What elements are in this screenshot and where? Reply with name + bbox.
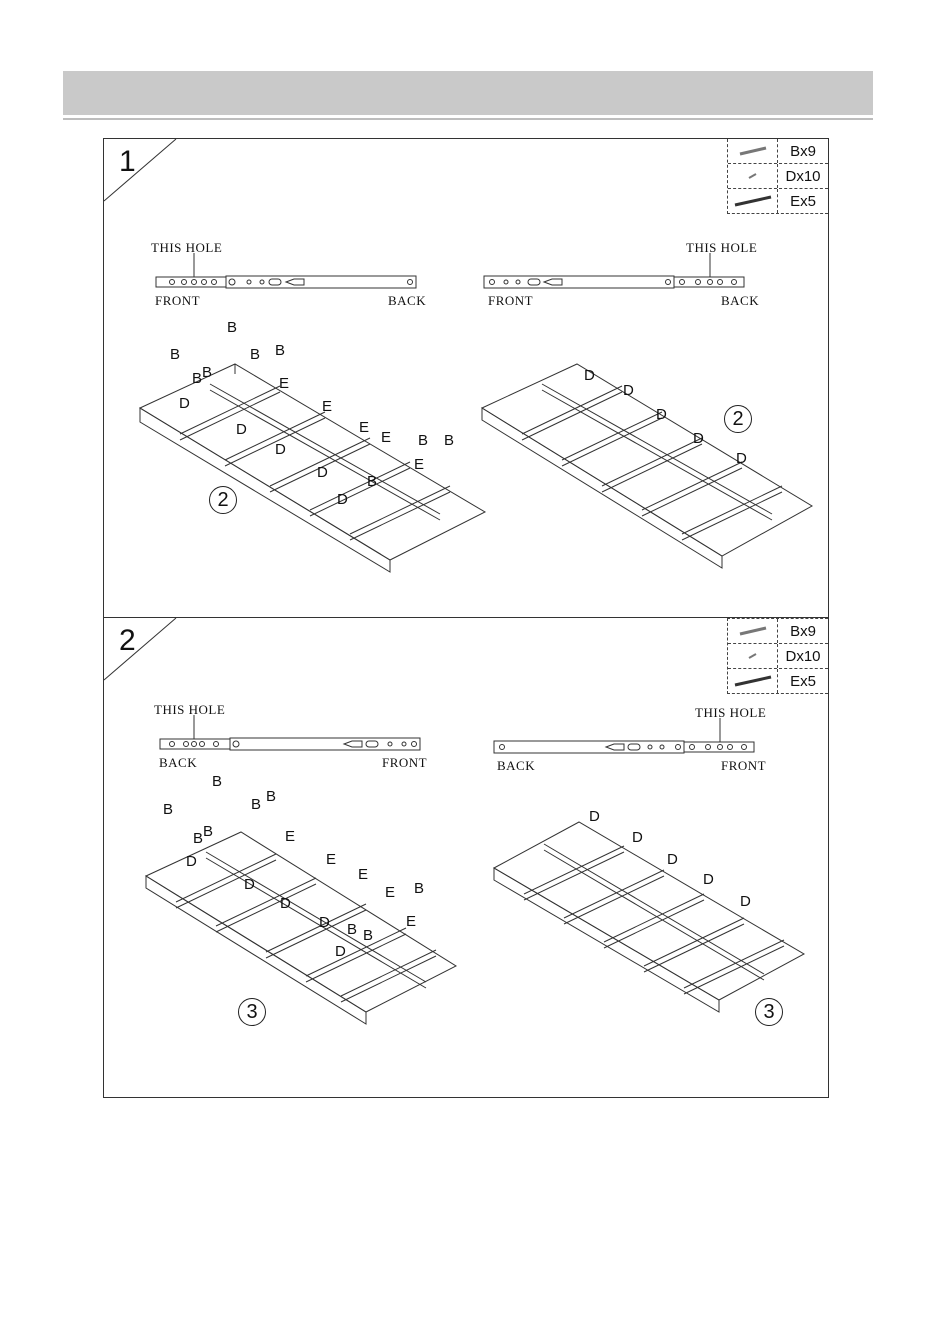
parts-label: Dx10 — [778, 164, 828, 188]
rail-icon — [728, 189, 778, 213]
parts-label: Bx9 — [778, 139, 828, 163]
callout-rail: E — [359, 419, 369, 436]
step-panel-2: 2 Bx9 Dx10 Ex5 THIS HOLE BACK FRONT THIS… — [103, 618, 829, 1098]
callout-rail: E — [406, 913, 416, 930]
bolt-icon — [728, 139, 778, 163]
step-number: 2 — [119, 624, 136, 658]
callout-screw: D — [335, 943, 346, 960]
callout-bolt: B — [363, 927, 373, 944]
rail-end-label: FRONT — [721, 758, 766, 774]
parts-row: Dx10 — [728, 643, 828, 668]
step-badge: 2 — [209, 486, 237, 514]
callout-rail: E — [326, 851, 336, 868]
rail-end-label: FRONT — [488, 293, 533, 309]
callout-bolt: B — [418, 432, 428, 449]
step-number: 1 — [119, 145, 136, 179]
callout-rail: E — [285, 828, 295, 845]
callout-bolt: B — [192, 370, 202, 387]
rail-end-label: BACK — [159, 755, 197, 771]
callout-rail: E — [279, 375, 289, 392]
rail-end-label: FRONT — [155, 293, 200, 309]
callout-bolt: B — [414, 880, 424, 897]
callout-bolt: B — [347, 921, 357, 938]
callout-bolt: B — [367, 473, 377, 490]
callout-screw: D — [179, 395, 190, 412]
callout-screw: D — [244, 876, 255, 893]
callout-screw: D — [337, 491, 348, 508]
parts-list: Bx9 Dx10 Ex5 — [727, 618, 828, 694]
callout-screw: D — [236, 421, 247, 438]
header-bar — [63, 71, 873, 115]
callout-screw: D — [623, 382, 634, 399]
frame-assembly-diagram — [494, 818, 814, 1018]
callout-rail: E — [322, 398, 332, 415]
callout-screw: D — [280, 895, 291, 912]
callout-screw: D — [186, 853, 197, 870]
callout-rail: E — [381, 429, 391, 446]
callout-screw: D — [667, 851, 678, 868]
callout-screw: D — [693, 430, 704, 447]
callout-screw: D — [632, 829, 643, 846]
parts-row: Dx10 — [728, 163, 828, 188]
callout-rail: E — [358, 866, 368, 883]
callout-rail: E — [385, 884, 395, 901]
callout-rail: E — [414, 456, 424, 473]
callout-bolt: B — [266, 788, 276, 805]
callout-bolt: B — [193, 830, 203, 847]
frame-assembly-diagram — [146, 818, 466, 1018]
callout-bolt: B — [203, 823, 213, 840]
callout-screw: D — [275, 441, 286, 458]
callout-bolt: B — [444, 432, 454, 449]
step-badge: 3 — [755, 998, 783, 1026]
parts-label: Dx10 — [778, 644, 828, 668]
drawer-rail-diagram — [158, 715, 423, 755]
rail-end-label: BACK — [388, 293, 426, 309]
callout-bolt: B — [212, 773, 222, 790]
parts-list: Bx9 Dx10 Ex5 — [727, 139, 828, 214]
frame-assembly-diagram — [482, 364, 812, 564]
callout-bolt: B — [251, 796, 261, 813]
callout-screw: D — [589, 808, 600, 825]
header-rule — [63, 118, 873, 120]
parts-label: Bx9 — [778, 619, 828, 643]
callout-bolt: B — [227, 319, 237, 336]
rail-end-label: BACK — [497, 758, 535, 774]
parts-row: Ex5 — [728, 668, 828, 693]
callout-screw: D — [656, 406, 667, 423]
bolt-icon — [728, 619, 778, 643]
rail-end-label: BACK — [721, 293, 759, 309]
parts-label: Ex5 — [778, 189, 828, 213]
parts-label: Ex5 — [778, 669, 828, 693]
rail-icon — [728, 669, 778, 693]
callout-screw: D — [740, 893, 751, 910]
callout-bolt: B — [275, 342, 285, 359]
step-corner-divider — [104, 139, 184, 209]
callout-screw: D — [584, 367, 595, 384]
rail-end-label: FRONT — [382, 755, 427, 771]
parts-row: Bx9 — [728, 619, 828, 643]
drawer-rail-diagram — [484, 253, 749, 293]
screw-icon — [728, 164, 778, 188]
callout-bolt: B — [163, 801, 173, 818]
drawer-rail-diagram — [154, 253, 419, 293]
parts-row: Bx9 — [728, 139, 828, 163]
drawer-rail-diagram — [494, 718, 759, 758]
callout-bolt: B — [202, 364, 212, 381]
step-panel-1: 1 Bx9 Dx10 Ex5 THIS HOLE FRONT BACK THIS… — [103, 138, 829, 618]
callout-screw: D — [736, 450, 747, 467]
callout-screw: D — [319, 914, 330, 931]
step-badge: 3 — [238, 998, 266, 1026]
step-badge: 2 — [724, 405, 752, 433]
screw-icon — [728, 644, 778, 668]
parts-row: Ex5 — [728, 188, 828, 213]
step-corner-divider — [104, 618, 184, 688]
callout-bolt: B — [170, 346, 180, 363]
callout-screw: D — [317, 464, 328, 481]
callout-bolt: B — [250, 346, 260, 363]
frame-assembly-diagram — [140, 364, 460, 564]
callout-screw: D — [703, 871, 714, 888]
